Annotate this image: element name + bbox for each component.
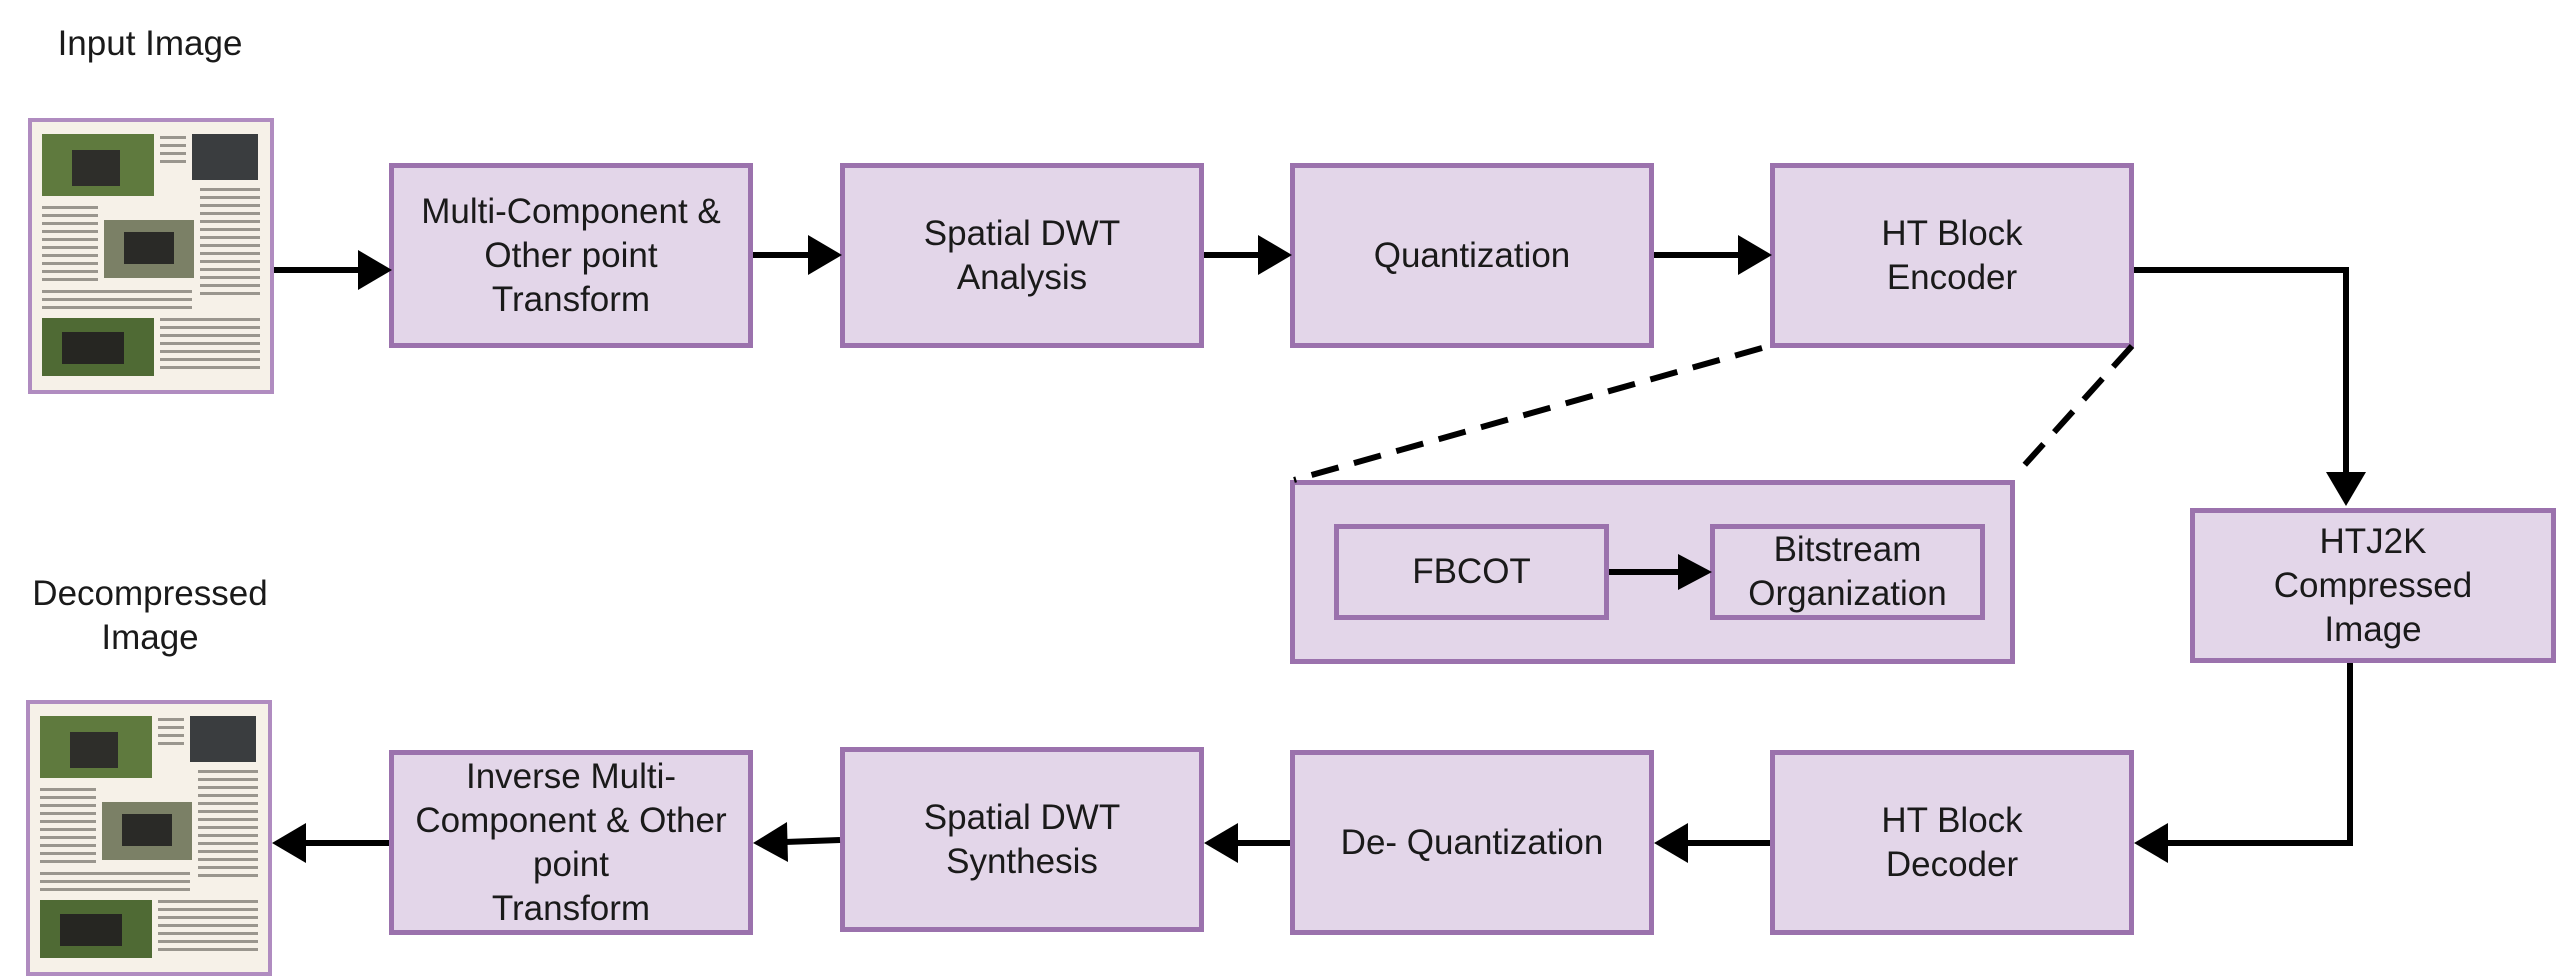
ht-block-decoder-block: HT Block Decoder xyxy=(1770,750,2134,935)
spatial-dwt-synthesis-block: Spatial DWT Synthesis xyxy=(840,747,1204,932)
arrowhead xyxy=(1258,235,1292,275)
zoom-line-right xyxy=(2017,343,2135,473)
arrowhead xyxy=(1654,823,1688,863)
input-image-caption: Input Image xyxy=(57,24,243,63)
block-label: HT Block Encoder xyxy=(1881,213,2023,297)
magazine-page-icon xyxy=(30,704,268,972)
block-label: Bitstream Organization xyxy=(1748,530,1947,613)
htj2k-compressed-image-block: HTJ2K Compressed Image xyxy=(2190,508,2556,663)
arrowhead xyxy=(1204,823,1238,863)
block-label: Spatial DWT Analysis xyxy=(923,213,1121,297)
block-label: Spatial DWT Synthesis xyxy=(923,797,1121,881)
arrowhead xyxy=(1738,235,1772,275)
zoom-line-left xyxy=(1293,345,1763,483)
multi-component-transform-block: Multi-Component & Other point Transform xyxy=(389,163,753,348)
arrowhead xyxy=(808,235,842,275)
arrow-ht-encoder-to-compressed xyxy=(2134,267,2349,474)
arrowhead xyxy=(2134,823,2168,863)
arrowhead xyxy=(2326,472,2366,506)
spatial-dwt-analysis-block: Spatial DWT Analysis xyxy=(840,163,1204,348)
inverse-multi-component-transform-block: Inverse Multi- Component & Other point T… xyxy=(389,750,753,935)
de-quantization-block: De- Quantization xyxy=(1290,750,1654,935)
magazine-page-icon xyxy=(32,122,270,390)
arrowhead xyxy=(272,823,306,863)
arrowhead xyxy=(358,250,392,290)
decompressed-image-caption: Decompressed Image xyxy=(32,574,268,657)
block-label: Multi-Component & Other point Transform xyxy=(421,191,721,319)
arrowhead xyxy=(753,822,788,862)
block-label: Quantization xyxy=(1373,235,1571,275)
quantization-block: Quantization xyxy=(1290,163,1654,348)
arrow-compressed-to-ht-decoder xyxy=(2166,663,2353,846)
arrowhead xyxy=(1678,554,1712,590)
block-label: HT Block Decoder xyxy=(1881,800,2023,884)
block-label: De- Quantization xyxy=(1340,822,1604,862)
bitstream-organization-block: Bitstream Organization xyxy=(1710,524,1985,620)
ht-block-encoder-block: HT Block Encoder xyxy=(1770,163,2134,348)
block-label: HTJ2K Compressed Image xyxy=(2273,521,2473,649)
arrow-dwt-synth-to-inv-mct xyxy=(784,837,841,845)
decompressed-image-thumbnail xyxy=(26,700,272,976)
block-label: FBCOT xyxy=(1412,552,1531,591)
block-label: Inverse Multi- Component & Other point T… xyxy=(415,756,727,928)
input-image-thumbnail xyxy=(28,118,274,394)
fbcot-block: FBCOT xyxy=(1334,524,1609,620)
